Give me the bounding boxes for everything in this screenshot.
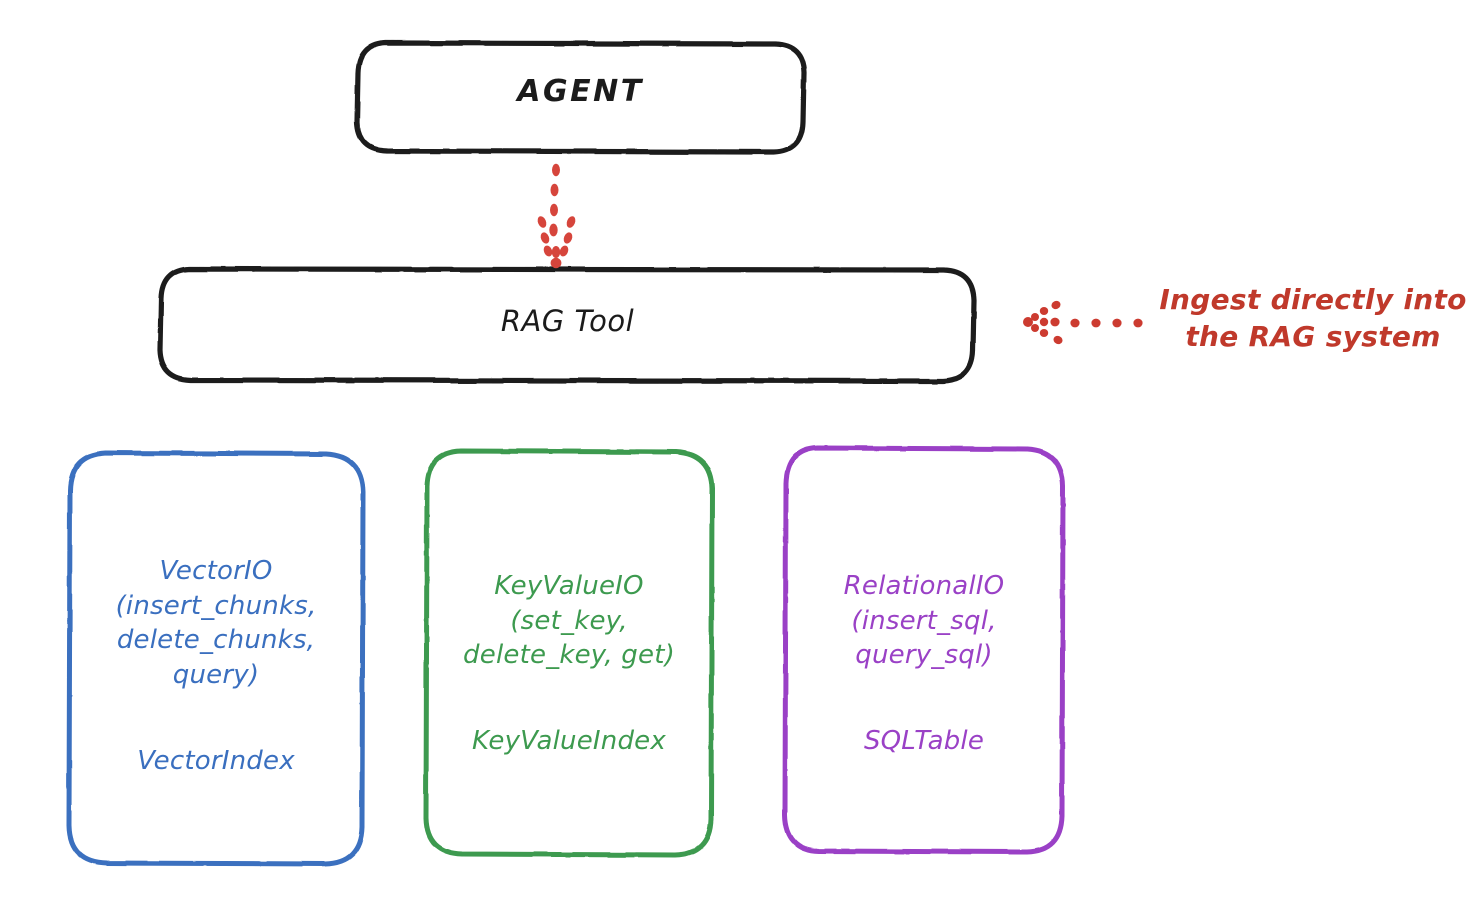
key-value-io-api-label: KeyValueIO (set_key, delete_key, get) xyxy=(463,571,675,671)
relational-io-api-label: RelationalIO (insert_sql, query_sql) xyxy=(843,571,1005,671)
ingest-annotation-label: Ingest directly into the RAG system xyxy=(1159,283,1467,353)
agent-label: AGENT xyxy=(517,74,644,109)
vector-io-api-label: VectorIO (insert_chunks, delete_chunks, … xyxy=(115,556,317,690)
vector-io-label-group: VectorIO (insert_chunks, delete_chunks, … xyxy=(68,533,364,800)
rag-tool-label: RAG Tool xyxy=(500,304,635,338)
agent-to-rag-connector-arrow xyxy=(537,163,576,269)
key-value-index-label: KeyValueIndex xyxy=(472,726,666,757)
vector-index-label: VectorIndex xyxy=(137,745,295,776)
relational-io-label-group: RelationalIO (insert_sql, query_sql) SQL… xyxy=(785,548,1063,780)
sql-table-label: SQLTable xyxy=(863,726,985,757)
key-value-io-label-group: KeyValueIO (set_key, delete_key, get) Ke… xyxy=(426,548,712,780)
ingest-connector-arrow xyxy=(1023,300,1143,345)
